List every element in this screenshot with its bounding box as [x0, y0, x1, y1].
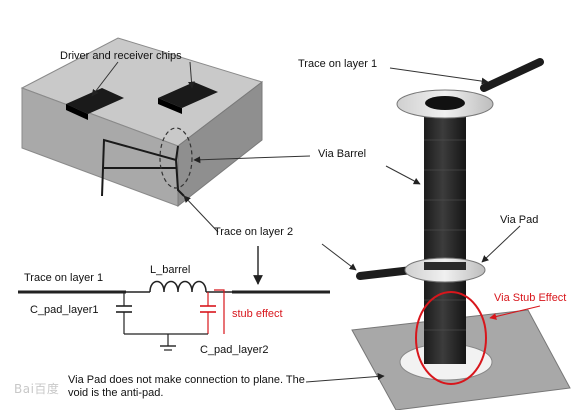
- label-l-barrel: L_barrel: [150, 264, 191, 276]
- label-via-pad: Via Pad: [500, 214, 539, 226]
- l-barrel-inductor: [149, 280, 207, 293]
- receiver-chip: [158, 82, 218, 114]
- equivalent-circuit: [18, 246, 330, 351]
- label-driver-receiver-chips: Driver and receiver chips: [60, 50, 182, 62]
- via-barrel: [424, 102, 466, 364]
- leader-lines: [91, 61, 541, 383]
- via-stub-ellipse: [415, 291, 487, 385]
- label-c-pad-layer2: C_pad_layer2: [200, 344, 269, 356]
- baidu-watermark: Bai百度: [14, 382, 60, 396]
- label-via-barrel: Via Barrel: [318, 148, 367, 160]
- driver-chip: [66, 88, 124, 120]
- via-3d: [351, 58, 571, 411]
- label-trace-layer2: Trace on layer 2: [214, 226, 294, 238]
- label-trace-layer1-circuit: Trace on layer 1: [24, 272, 104, 284]
- label-anti-pad-note: Via Pad does not make connection to plan…: [68, 374, 305, 399]
- label-c-pad-layer1: C_pad_layer1: [30, 304, 99, 316]
- label-trace-layer1-top: Trace on layer 1: [298, 58, 378, 70]
- label-stub-effect: stub effect: [232, 308, 283, 320]
- label-via-stub-effect: Via Stub Effect: [494, 292, 567, 304]
- pcb-board: [20, 37, 264, 208]
